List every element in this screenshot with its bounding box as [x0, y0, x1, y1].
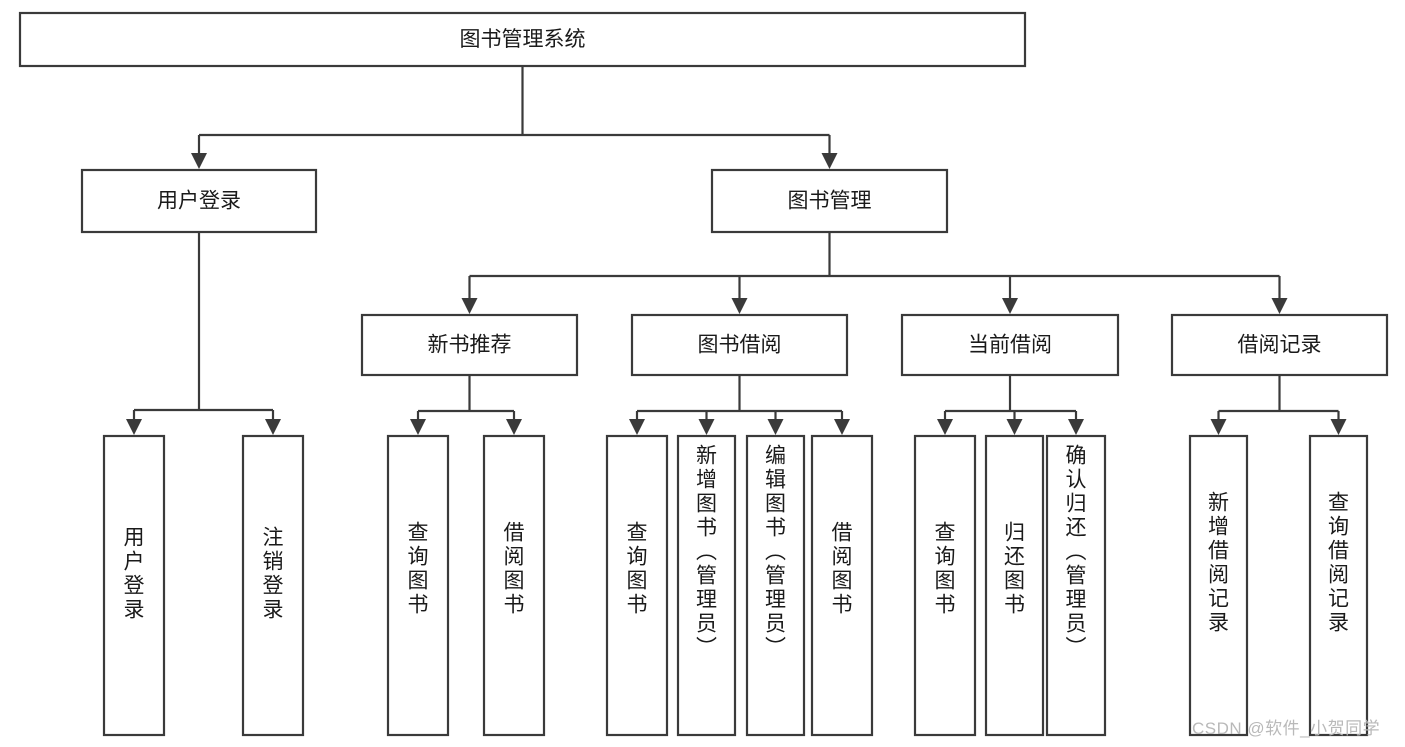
node-label-current-borrow: 当前借阅 — [968, 334, 1052, 357]
node-label-user-login: 用户登录 — [157, 190, 241, 213]
node-box-add-borrow-record — [1188, 434, 1249, 737]
arrow-head-icon — [410, 419, 426, 435]
node-label-borrow-record: 借阅记录 — [1238, 334, 1322, 357]
arrow-head-icon — [191, 153, 207, 169]
node-box-new-book-recommend — [360, 313, 579, 377]
node-box-return-book — [984, 434, 1045, 737]
node-box-query-book-1 — [386, 434, 450, 737]
arrow-head-icon — [1271, 298, 1288, 314]
arrow-head-icon — [126, 419, 142, 435]
csdn-watermark: CSDN @软件_小贺同学 — [1192, 719, 1381, 738]
node-box-borrow-book-2 — [810, 434, 874, 737]
node-box-query-book-3 — [913, 434, 977, 737]
node-box-current-borrow — [900, 313, 1120, 377]
node-box-user-login-leaf — [102, 434, 166, 737]
arrow-head-icon — [767, 419, 784, 435]
node-box-query-borrow-record — [1308, 434, 1369, 737]
arrow-head-icon — [629, 419, 645, 435]
node-label-root: 图书管理系统 — [460, 28, 586, 51]
node-box-root — [18, 11, 1027, 68]
node-box-add-book-admin — [676, 434, 737, 737]
arrow-head-icon — [821, 153, 838, 169]
node-box-borrow-record — [1170, 313, 1389, 377]
connector-edges — [126, 66, 1347, 435]
node-box-borrow-book-1 — [482, 434, 546, 737]
node-box-query-book-2 — [605, 434, 669, 737]
node-boxes — [18, 11, 1389, 737]
node-label-book-borrow: 图书借阅 — [698, 334, 782, 357]
node-box-edit-book-admin — [745, 434, 806, 737]
node-box-user-login — [80, 168, 318, 234]
arrow-head-icon — [1002, 298, 1018, 314]
node-box-book-management — [710, 168, 949, 234]
arrow-head-icon — [506, 419, 522, 435]
arrow-head-icon — [265, 419, 281, 435]
node-label-book-management: 图书管理 — [788, 190, 872, 213]
arrow-head-icon — [1006, 419, 1023, 435]
arrow-head-icon — [698, 419, 715, 435]
arrow-head-icon — [834, 419, 850, 435]
arrow-head-icon — [1330, 419, 1347, 435]
arrow-head-icon — [731, 298, 748, 314]
arrow-head-icon — [937, 419, 953, 435]
arrow-head-icon — [461, 298, 478, 314]
node-box-confirm-return-admin — [1045, 434, 1107, 737]
node-box-user-logout-leaf — [241, 434, 305, 737]
node-label-new-book-recommend: 新书推荐 — [428, 334, 512, 357]
node-box-book-borrow — [630, 313, 849, 377]
arrow-head-icon — [1068, 419, 1084, 435]
arrow-head-icon — [1210, 419, 1227, 435]
